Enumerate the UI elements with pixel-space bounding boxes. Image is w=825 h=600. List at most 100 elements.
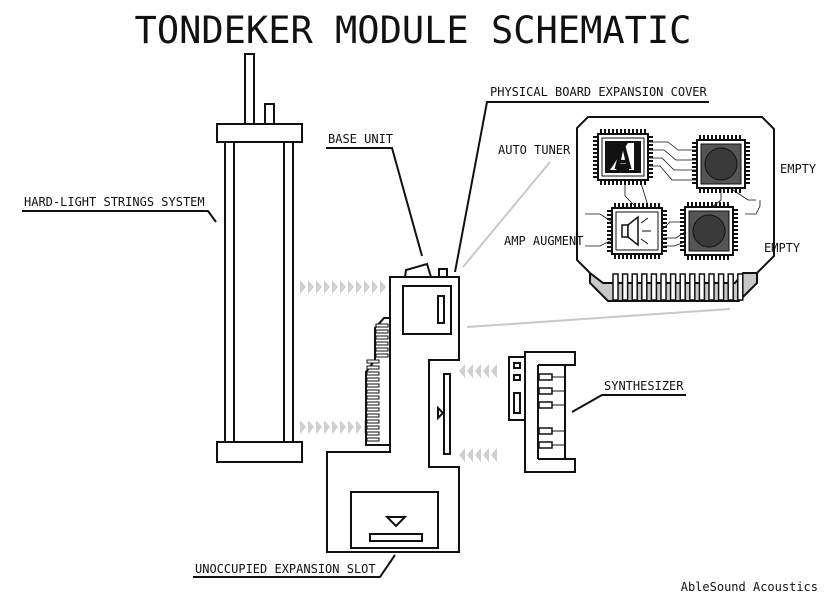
amp-augment-chip: [607, 203, 667, 259]
edge-finger: [669, 273, 677, 301]
connector-pin: [366, 401, 380, 406]
arrow-chevron: [475, 448, 481, 462]
arrow-chevron: [300, 420, 306, 434]
arrow-chevrons-to-synth: [459, 364, 497, 378]
edge-finger: [717, 273, 725, 301]
unoccupied-slot-label: UNOCCUPIED EXPANSION SLOT: [193, 554, 396, 578]
synth-pin: [538, 373, 553, 381]
arrow-chevron: [348, 420, 354, 434]
synth-pin: [538, 401, 553, 409]
arrow-chevron: [380, 280, 386, 294]
connector-pin: [375, 341, 389, 346]
svg-text:AMP AUGMENT: AMP AUGMENT: [504, 234, 583, 248]
connector-pin: [375, 335, 389, 340]
svg-text:PHYSICAL BOARD EXPANSION COVER: PHYSICAL BOARD EXPANSION COVER: [490, 85, 708, 99]
arrow-chevron: [491, 364, 497, 378]
arrow-chevron: [308, 420, 314, 434]
arrow-chevron: [459, 364, 465, 378]
arrow-chevron: [308, 280, 314, 294]
svg-text:UNOCCUPIED EXPANSION SLOT: UNOCCUPIED EXPANSION SLOT: [195, 562, 376, 576]
arrow-chevron: [372, 280, 378, 294]
edge-finger: [650, 273, 658, 301]
arrow-chevron: [348, 280, 354, 294]
connector-pin: [366, 407, 380, 412]
empty-chip-bottom: [680, 202, 738, 260]
edge-finger: [631, 273, 638, 301]
arrow-chevron: [483, 364, 489, 378]
arrow-chevron: [467, 364, 473, 378]
arrow-chevrons-to-base: [300, 280, 386, 294]
arrow-chevrons-to-synth-lower: [459, 448, 497, 462]
board-trace: [648, 165, 697, 181]
arrow-chevron: [364, 280, 370, 294]
svg-text:EMPTY: EMPTY: [764, 241, 801, 255]
synthesizer-label: SYNTHESIZER: [571, 379, 686, 413]
connector-pin: [375, 323, 389, 328]
connector-pin: [366, 383, 380, 388]
connector-pin: [375, 353, 389, 358]
arrow-chevron: [316, 280, 322, 294]
connector-pin: [375, 347, 389, 352]
connector-pin: [366, 437, 380, 442]
connector-pin: [366, 371, 380, 376]
letter-a-icon: A: [614, 142, 632, 177]
edge-finger: [641, 273, 648, 301]
base-unit: [326, 262, 460, 553]
connector-pin: [366, 359, 380, 364]
svg-text:SYNTHESIZER: SYNTHESIZER: [604, 379, 684, 393]
board-trace: [648, 157, 697, 171]
auto-tuner-chip: A: [593, 129, 653, 185]
connector-pin: [366, 419, 380, 424]
svg-text:AUTO TUNER: AUTO TUNER: [498, 143, 571, 157]
synth-pin: [538, 387, 553, 395]
expansion-cover-label: PHYSICAL BOARD EXPANSION COVER: [454, 85, 709, 273]
empty-circle-icon: [704, 147, 738, 181]
connector-pin: [366, 431, 380, 436]
arrow-chevron: [332, 420, 338, 434]
amp-augment-label: AMP AUGMENT: [504, 234, 583, 248]
connector-pin: [366, 365, 380, 370]
board-edge-connector: [612, 273, 744, 301]
edge-finger: [621, 273, 629, 301]
projection-line-lower: [466, 308, 731, 328]
empty-chip-top: [692, 135, 750, 193]
page-title: TONDEKER MODULE SCHEMATIC: [135, 9, 692, 52]
connector-pin: [366, 413, 380, 418]
empty-circle-icon: [692, 214, 726, 248]
edge-finger: [708, 273, 715, 301]
arrow-chevron: [356, 280, 362, 294]
synth-pin: [538, 427, 553, 435]
arrow-chevron: [332, 280, 338, 294]
speaker-icon: [621, 215, 651, 247]
base-unit-label: BASE UNIT: [326, 132, 423, 257]
edge-finger: [612, 273, 619, 301]
arrow-chevron: [324, 280, 330, 294]
arrow-chevron: [467, 448, 473, 462]
arrow-chevron: [340, 420, 346, 434]
arrow-chevron: [475, 364, 481, 378]
synthesizer-module: [508, 351, 576, 473]
edge-finger: [689, 273, 696, 301]
empty-top-label: EMPTY: [780, 162, 817, 176]
brand-credit: AbleSound Acoustics: [681, 580, 818, 594]
connector-pin: [366, 389, 380, 394]
synthesizer-connector-pins: [538, 373, 565, 449]
edge-finger: [660, 273, 667, 301]
edge-finger: [679, 273, 686, 301]
board-traces: [585, 141, 761, 247]
arrow-chevron: [324, 420, 330, 434]
edge-finger: [727, 273, 734, 301]
synth-pin: [538, 441, 553, 449]
arrow-chevron: [356, 420, 362, 434]
hard-light-label: HARD-LIGHT STRINGS SYSTEM: [22, 195, 217, 223]
arrow-chevron: [491, 448, 497, 462]
board-trace: [745, 200, 761, 215]
svg-text:HARD-LIGHT STRINGS SYSTEM: HARD-LIGHT STRINGS SYSTEM: [24, 195, 205, 209]
hard-light-strings-system: [216, 53, 303, 463]
connector-pin: [375, 329, 389, 334]
board-trace: [648, 149, 697, 161]
board-trace: [639, 179, 649, 207]
board-trace: [624, 180, 636, 207]
svg-text:EMPTY: EMPTY: [780, 162, 817, 176]
